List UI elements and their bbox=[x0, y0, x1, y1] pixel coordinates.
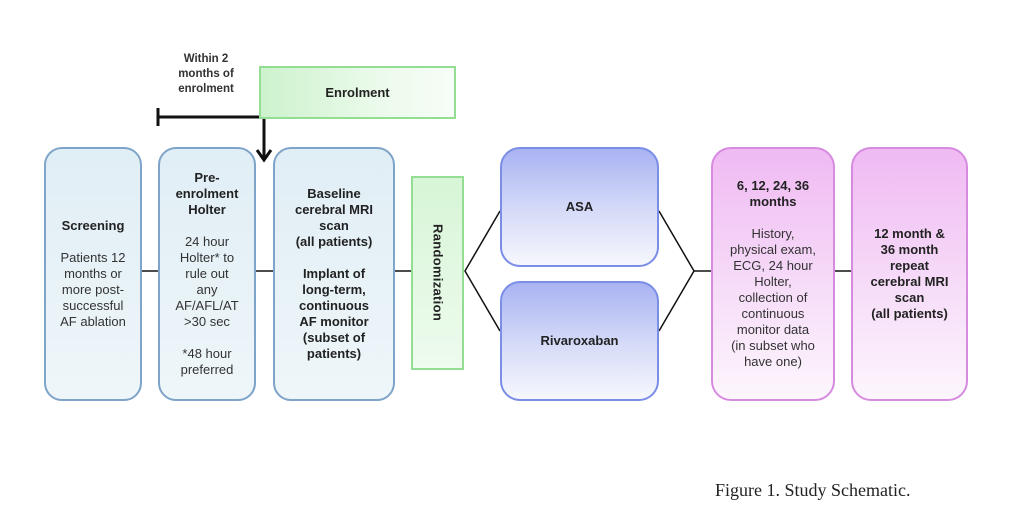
figure-caption: Figure 1. Study Schematic. bbox=[715, 480, 911, 500]
holter-body: 24 hour Holter* to rule out any AF/AFL/A… bbox=[175, 234, 238, 330]
text-line: any bbox=[196, 282, 218, 297]
text-line: Baseline bbox=[307, 186, 361, 201]
arm-label: ASA bbox=[565, 199, 594, 214]
text-line: (subset of bbox=[302, 330, 366, 345]
enrolment-box: Enrolment bbox=[259, 66, 456, 119]
text-line: continuous bbox=[298, 298, 370, 313]
text-line: Holter bbox=[188, 202, 226, 217]
text-line: repeat bbox=[889, 258, 929, 273]
text-line: successful bbox=[62, 298, 124, 313]
text-line: long-term, bbox=[302, 282, 366, 297]
text-line: History, bbox=[751, 226, 795, 241]
text-line: ECG, 24 hour bbox=[733, 258, 813, 273]
text-line: scan bbox=[319, 218, 349, 233]
baseline-mri-text: Baseline cerebral MRI scan (all patients… bbox=[295, 186, 373, 250]
text-line: Implant of bbox=[302, 266, 366, 281]
text-line: (all patients) bbox=[295, 234, 373, 249]
holter-footnote: *48 hour preferred bbox=[181, 346, 234, 378]
baseline-box: Baseline cerebral MRI scan (all patients… bbox=[273, 147, 395, 401]
text-line: have one) bbox=[744, 354, 802, 369]
text-line: preferred bbox=[180, 362, 234, 377]
screening-body: Patients 12 months or more post- success… bbox=[60, 250, 126, 330]
text-line: 24 hour bbox=[184, 234, 230, 249]
screening-title: Screening bbox=[61, 218, 125, 233]
connector-split-arms bbox=[464, 210, 501, 332]
followup-title: 6, 12, 24, 36 months bbox=[737, 178, 809, 210]
enrolment-label: Enrolment bbox=[325, 84, 390, 100]
text-line: continuous bbox=[741, 306, 805, 321]
arm-asa-box: ASA bbox=[500, 147, 659, 267]
text-line: enrolment bbox=[175, 186, 239, 201]
randomization-box: Randomization bbox=[411, 176, 464, 370]
text-line: Holter, bbox=[754, 274, 792, 289]
text-line: months bbox=[749, 194, 797, 209]
text-line: physical exam, bbox=[730, 242, 816, 257]
text-line: cerebral MRI bbox=[294, 202, 374, 217]
text-line: AF ablation bbox=[60, 314, 126, 329]
timeline-note-line: enrolment bbox=[178, 83, 234, 95]
text-line: 36 month bbox=[880, 242, 939, 257]
text-line: patients) bbox=[306, 346, 362, 361]
text-line: cerebral MRI bbox=[870, 274, 949, 289]
text-line: monitor data bbox=[736, 322, 810, 337]
pre-enrolment-holter-box: Pre- enrolment Holter 24 hour Holter* to… bbox=[158, 147, 256, 401]
enrolment-arrow-head bbox=[255, 149, 273, 163]
implant-monitor-text: Implant of long-term, continuous AF moni… bbox=[299, 266, 369, 362]
text-line: >30 sec bbox=[184, 314, 230, 329]
text-line: 12 month & bbox=[874, 226, 945, 241]
text-line: collection of bbox=[738, 290, 808, 305]
screening-box: Screening Patients 12 months or more pos… bbox=[44, 147, 142, 401]
text-line: AF/AFL/AT bbox=[175, 298, 239, 313]
timeline-note-line: months of bbox=[178, 68, 234, 80]
text-line: scan bbox=[894, 290, 925, 305]
text-line: AF monitor bbox=[299, 314, 369, 329]
timeline-note: Within 2 months of enrolment bbox=[166, 52, 246, 97]
text-line: *48 hour bbox=[182, 346, 232, 361]
followup-box: 6, 12, 24, 36 months History, physical e… bbox=[711, 147, 835, 401]
repeat-mri-box: 12 month & 36 month repeat cerebral MRI … bbox=[851, 147, 968, 401]
repeat-mri-text: 12 month & 36 month repeat cerebral MRI … bbox=[870, 226, 948, 322]
timeline-note-line: Within 2 bbox=[183, 53, 229, 65]
text-line: (all patients) bbox=[871, 306, 948, 321]
text-line: months or bbox=[64, 266, 122, 281]
followup-body: History, physical exam, ECG, 24 hour Hol… bbox=[730, 226, 816, 370]
text-line: rule out bbox=[185, 266, 229, 281]
text-line: (in subset who bbox=[731, 338, 815, 353]
text-line: Pre- bbox=[194, 170, 220, 185]
text-line: Holter* to bbox=[179, 250, 235, 265]
randomization-label: Randomization bbox=[430, 224, 446, 322]
holter-title: Pre- enrolment Holter bbox=[176, 170, 239, 218]
text-line: Patients 12 bbox=[60, 250, 126, 265]
text-line: more post- bbox=[61, 282, 125, 297]
arm-rivaroxaban-box: Rivaroxaban bbox=[500, 281, 659, 401]
connector-merge-arms bbox=[658, 210, 695, 332]
arm-label: Rivaroxaban bbox=[540, 333, 619, 348]
text-line: 6, 12, 24, 36 bbox=[736, 178, 810, 193]
